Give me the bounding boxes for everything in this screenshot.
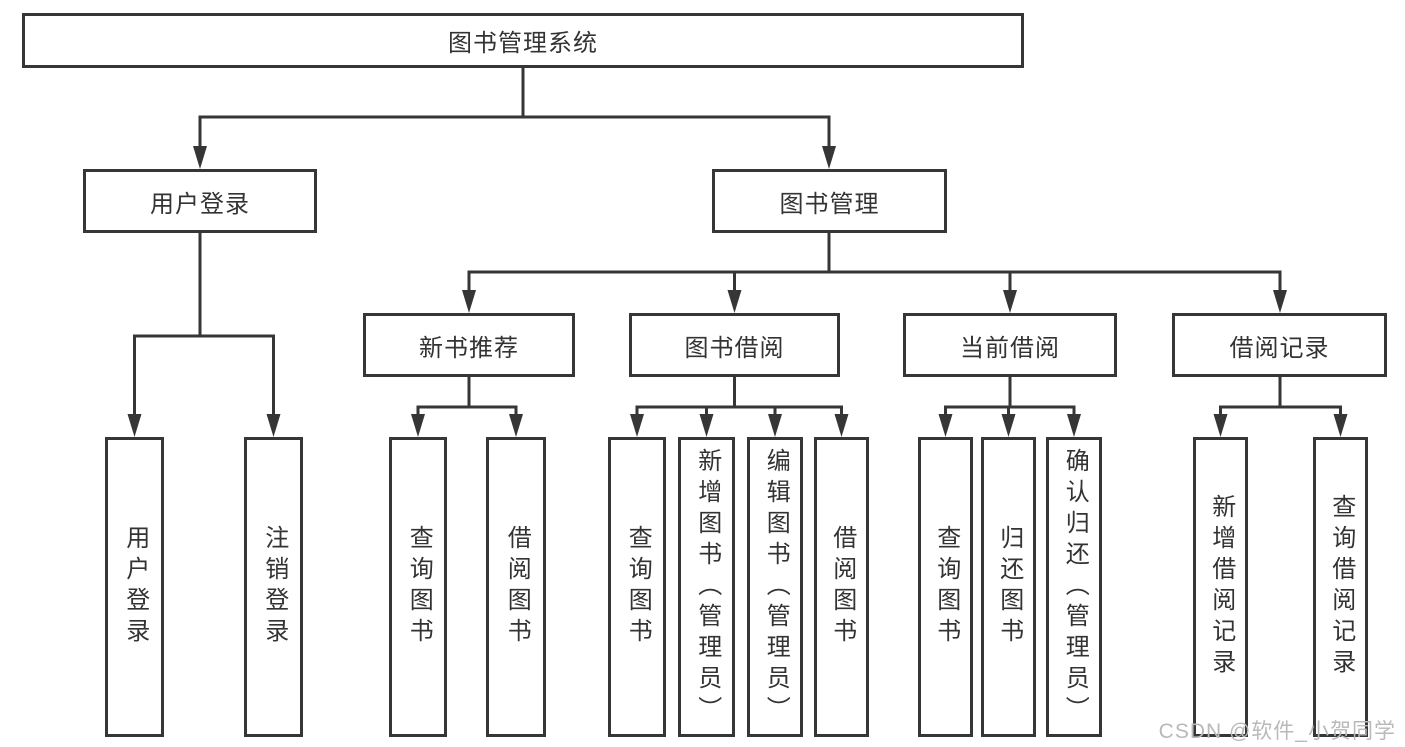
node-root-label: 图书管理系统 bbox=[448, 30, 598, 57]
node-current-borrow: 当前借阅 bbox=[903, 313, 1117, 377]
node-book-management-label: 图书管理 bbox=[779, 190, 880, 218]
leaf-borrow-books-recommend: 借阅图书 bbox=[486, 437, 546, 737]
leaf-return-book: 归还图书 bbox=[981, 437, 1036, 737]
node-new-book-recommend-label: 新书推荐 bbox=[419, 334, 519, 362]
leaf-add-book-admin-label: 新增图书（管理员） bbox=[693, 447, 721, 727]
node-user-login-label: 用户登录 bbox=[150, 190, 250, 218]
node-current-borrow-label: 当前借阅 bbox=[960, 334, 1060, 362]
node-new-book-recommend: 新书推荐 bbox=[363, 313, 575, 377]
node-user-login: 用户登录 bbox=[83, 169, 317, 233]
leaf-user-login-label: 用户登录 bbox=[121, 525, 149, 649]
leaf-logout: 注销登录 bbox=[244, 437, 303, 737]
leaf-edit-book-admin-label: 编辑图书（管理员） bbox=[762, 447, 790, 727]
leaf-query-books-recommend: 查询图书 bbox=[389, 437, 447, 737]
node-book-borrow-label: 图书借阅 bbox=[684, 334, 785, 362]
leaf-query-borrow-record-label: 查询借阅记录 bbox=[1327, 494, 1355, 680]
leaf-edit-book-admin: 编辑图书（管理员） bbox=[747, 437, 803, 737]
leaf-add-borrow-record-label: 新增借阅记录 bbox=[1207, 494, 1235, 680]
node-book-management: 图书管理 bbox=[712, 169, 947, 233]
leaf-confirm-return-admin: 确认归还（管理员） bbox=[1046, 437, 1102, 737]
node-borrow-records-label: 借阅记录 bbox=[1229, 334, 1330, 362]
leaf-borrow-books-borrow: 借阅图书 bbox=[814, 437, 869, 737]
arrowhead-icons bbox=[127, 146, 1348, 437]
leaf-query-books-current: 查询图书 bbox=[918, 437, 973, 737]
leaf-query-borrow-record: 查询借阅记录 bbox=[1313, 437, 1368, 737]
leaf-logout-label: 注销登录 bbox=[260, 525, 288, 649]
leaf-query-books-recommend-label: 查询图书 bbox=[405, 525, 433, 649]
node-borrow-records: 借阅记录 bbox=[1172, 313, 1387, 377]
leaf-borrow-books-recommend-label: 借阅图书 bbox=[503, 525, 531, 649]
leaf-add-book-admin: 新增图书（管理员） bbox=[678, 437, 735, 737]
leaf-add-borrow-record: 新增借阅记录 bbox=[1193, 437, 1248, 737]
watermark: CSDN @软件_小贺同学 bbox=[1158, 720, 1396, 743]
node-book-borrow: 图书借阅 bbox=[629, 313, 840, 377]
leaf-confirm-return-admin-label: 确认归还（管理员） bbox=[1061, 447, 1089, 727]
leaf-query-books-current-label: 查询图书 bbox=[932, 525, 960, 649]
leaf-query-books-borrow: 查询图书 bbox=[608, 437, 666, 737]
leaf-return-book-label: 归还图书 bbox=[995, 525, 1023, 649]
leaf-query-books-borrow-label: 查询图书 bbox=[624, 525, 652, 649]
node-root: 图书管理系统 bbox=[22, 13, 1024, 68]
leaf-user-login: 用户登录 bbox=[105, 437, 164, 737]
leaf-borrow-books-borrow-label: 借阅图书 bbox=[828, 525, 856, 649]
